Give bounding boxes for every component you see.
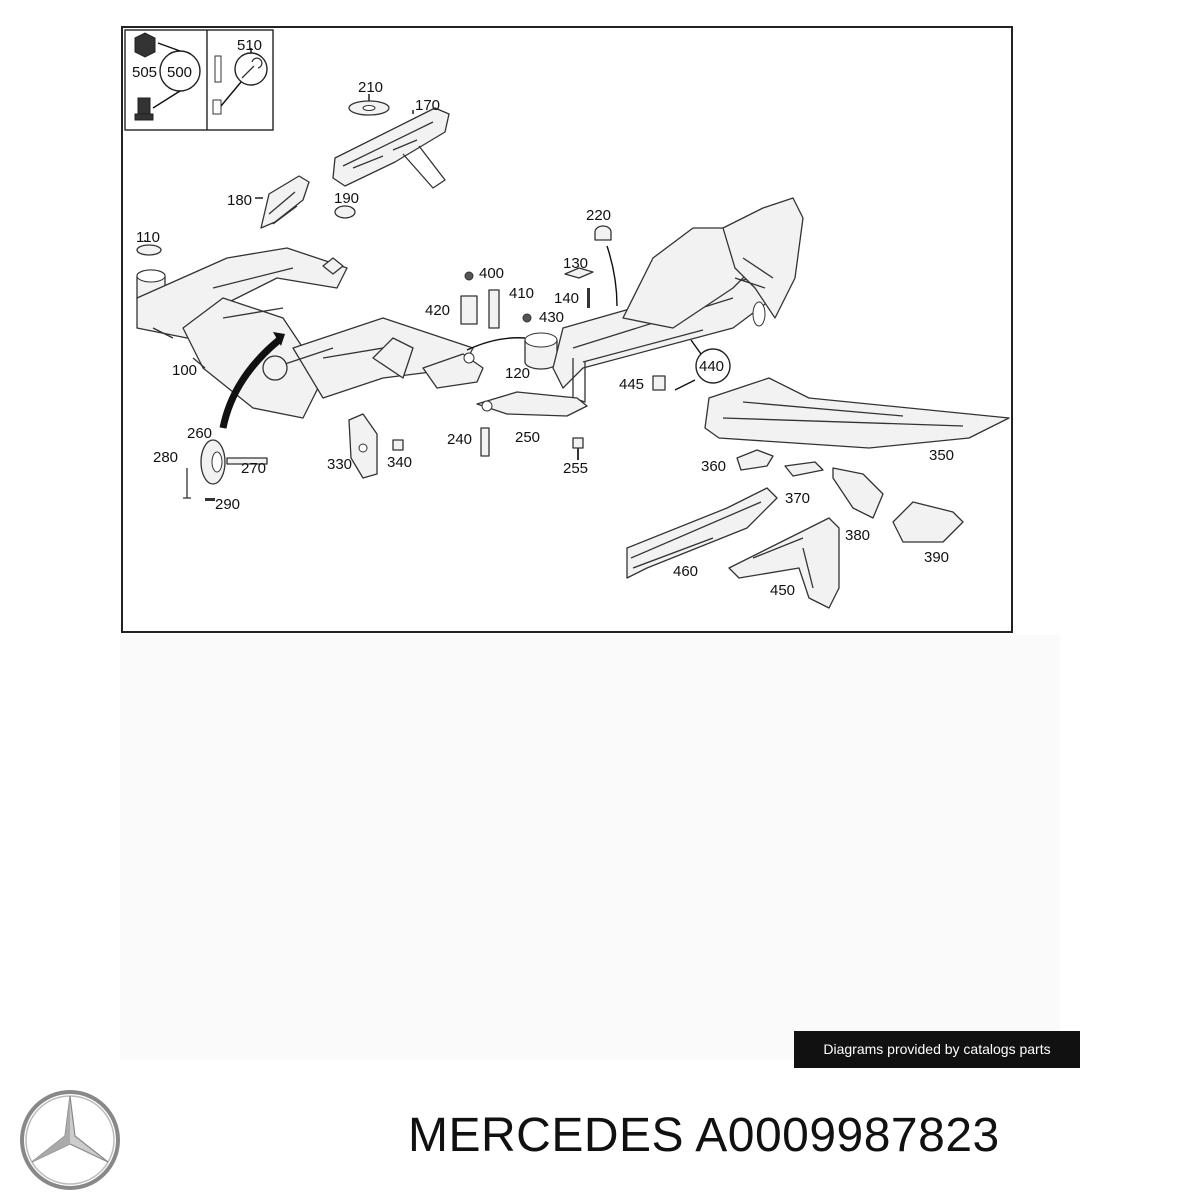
assembly-arrow: [219, 337, 282, 429]
brand-name: MERCEDES: [408, 1109, 685, 1162]
callout-180: 180: [227, 192, 252, 209]
callout-120: 120: [505, 365, 530, 382]
callout-410: 410: [509, 285, 534, 302]
gray-backdrop: [120, 635, 1060, 1060]
callout-390: 390: [924, 549, 949, 566]
callout-255: 255: [563, 460, 588, 477]
callout-labels: 505 500 510 210 170 180 190 110 220 400 …: [132, 37, 954, 599]
callout-505: 505: [132, 64, 157, 81]
callout-430: 430: [539, 309, 564, 326]
callout-220: 220: [586, 207, 611, 224]
mount-plate-parts: [348, 413, 404, 479]
callout-400: 400: [479, 265, 504, 282]
callout-110: 110: [136, 229, 160, 246]
part-number: A0009987823: [695, 1109, 1000, 1162]
callout-210: 210: [358, 79, 383, 96]
callout-340: 340: [387, 454, 412, 471]
strut-bracket-parts: [255, 175, 356, 229]
callout-420: 420: [425, 302, 450, 319]
callout-280: 280: [153, 449, 178, 466]
bushing-and-clips: [460, 271, 558, 370]
inner-rail-and-apron: [626, 487, 840, 609]
callout-270: 270: [241, 460, 266, 477]
front-side-rail: [552, 197, 804, 403]
brand-and-part-number: MERCEDES A0009987823: [408, 1108, 1000, 1163]
wheelhouse-panel: [704, 377, 1010, 449]
small-fasteners: [564, 225, 618, 308]
front-subframe: [136, 247, 484, 419]
callout-330: 330: [327, 456, 352, 473]
callout-440: 440: [699, 358, 724, 375]
fastener-legend-box: [124, 29, 274, 131]
mercedes-star-icon: [20, 1090, 120, 1190]
callout-460: 460: [673, 563, 698, 580]
upper-bracket-assembly: [332, 94, 450, 189]
callout-380: 380: [845, 527, 870, 544]
callout-500: 500: [167, 64, 192, 81]
callout-370: 370: [785, 490, 810, 507]
callout-510: 510: [237, 37, 262, 54]
torque-damper-parts: [183, 439, 268, 501]
callout-130: 130: [563, 255, 588, 272]
callout-140: 140: [554, 290, 579, 307]
lower-brackets: [476, 391, 588, 460]
callout-360: 360: [701, 458, 726, 475]
callout-190: 190: [334, 190, 359, 207]
exploded-view-drawing: 505 500 510 210 170 180 190 110 220 400 …: [124, 29, 1010, 609]
callout-100: 100: [172, 362, 197, 379]
callout-450: 450: [770, 582, 795, 599]
reinforcement-brackets: [736, 449, 964, 543]
parts-diagram: 505 500 510 210 170 180 190 110 220 400 …: [121, 26, 1013, 633]
callout-260: 260: [187, 425, 212, 442]
callout-290: 290: [215, 496, 240, 513]
callout-445: 445: [619, 376, 644, 393]
arrow-head: [273, 332, 285, 346]
callout-170: 170: [415, 97, 440, 114]
callout-240: 240: [447, 431, 472, 448]
callout-250: 250: [515, 429, 540, 446]
credit-badge: Diagrams provided by catalogs parts: [794, 1031, 1080, 1068]
callout-350: 350: [929, 447, 954, 464]
